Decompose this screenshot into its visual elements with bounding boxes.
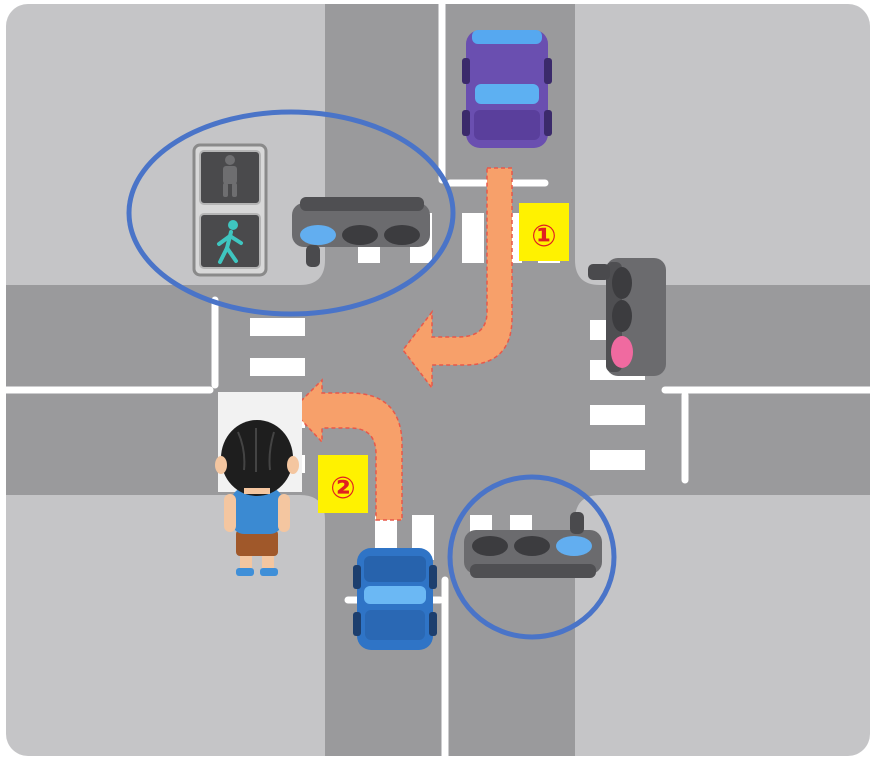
route-label-1: ① xyxy=(519,203,569,261)
route-label-2-text: ② xyxy=(330,471,355,506)
route-label-2: ② xyxy=(318,455,368,513)
car-bottom xyxy=(353,548,437,650)
car-top xyxy=(462,30,552,148)
route-label-1-text: ① xyxy=(531,219,556,254)
pedestrian-signal-icon xyxy=(194,145,266,275)
